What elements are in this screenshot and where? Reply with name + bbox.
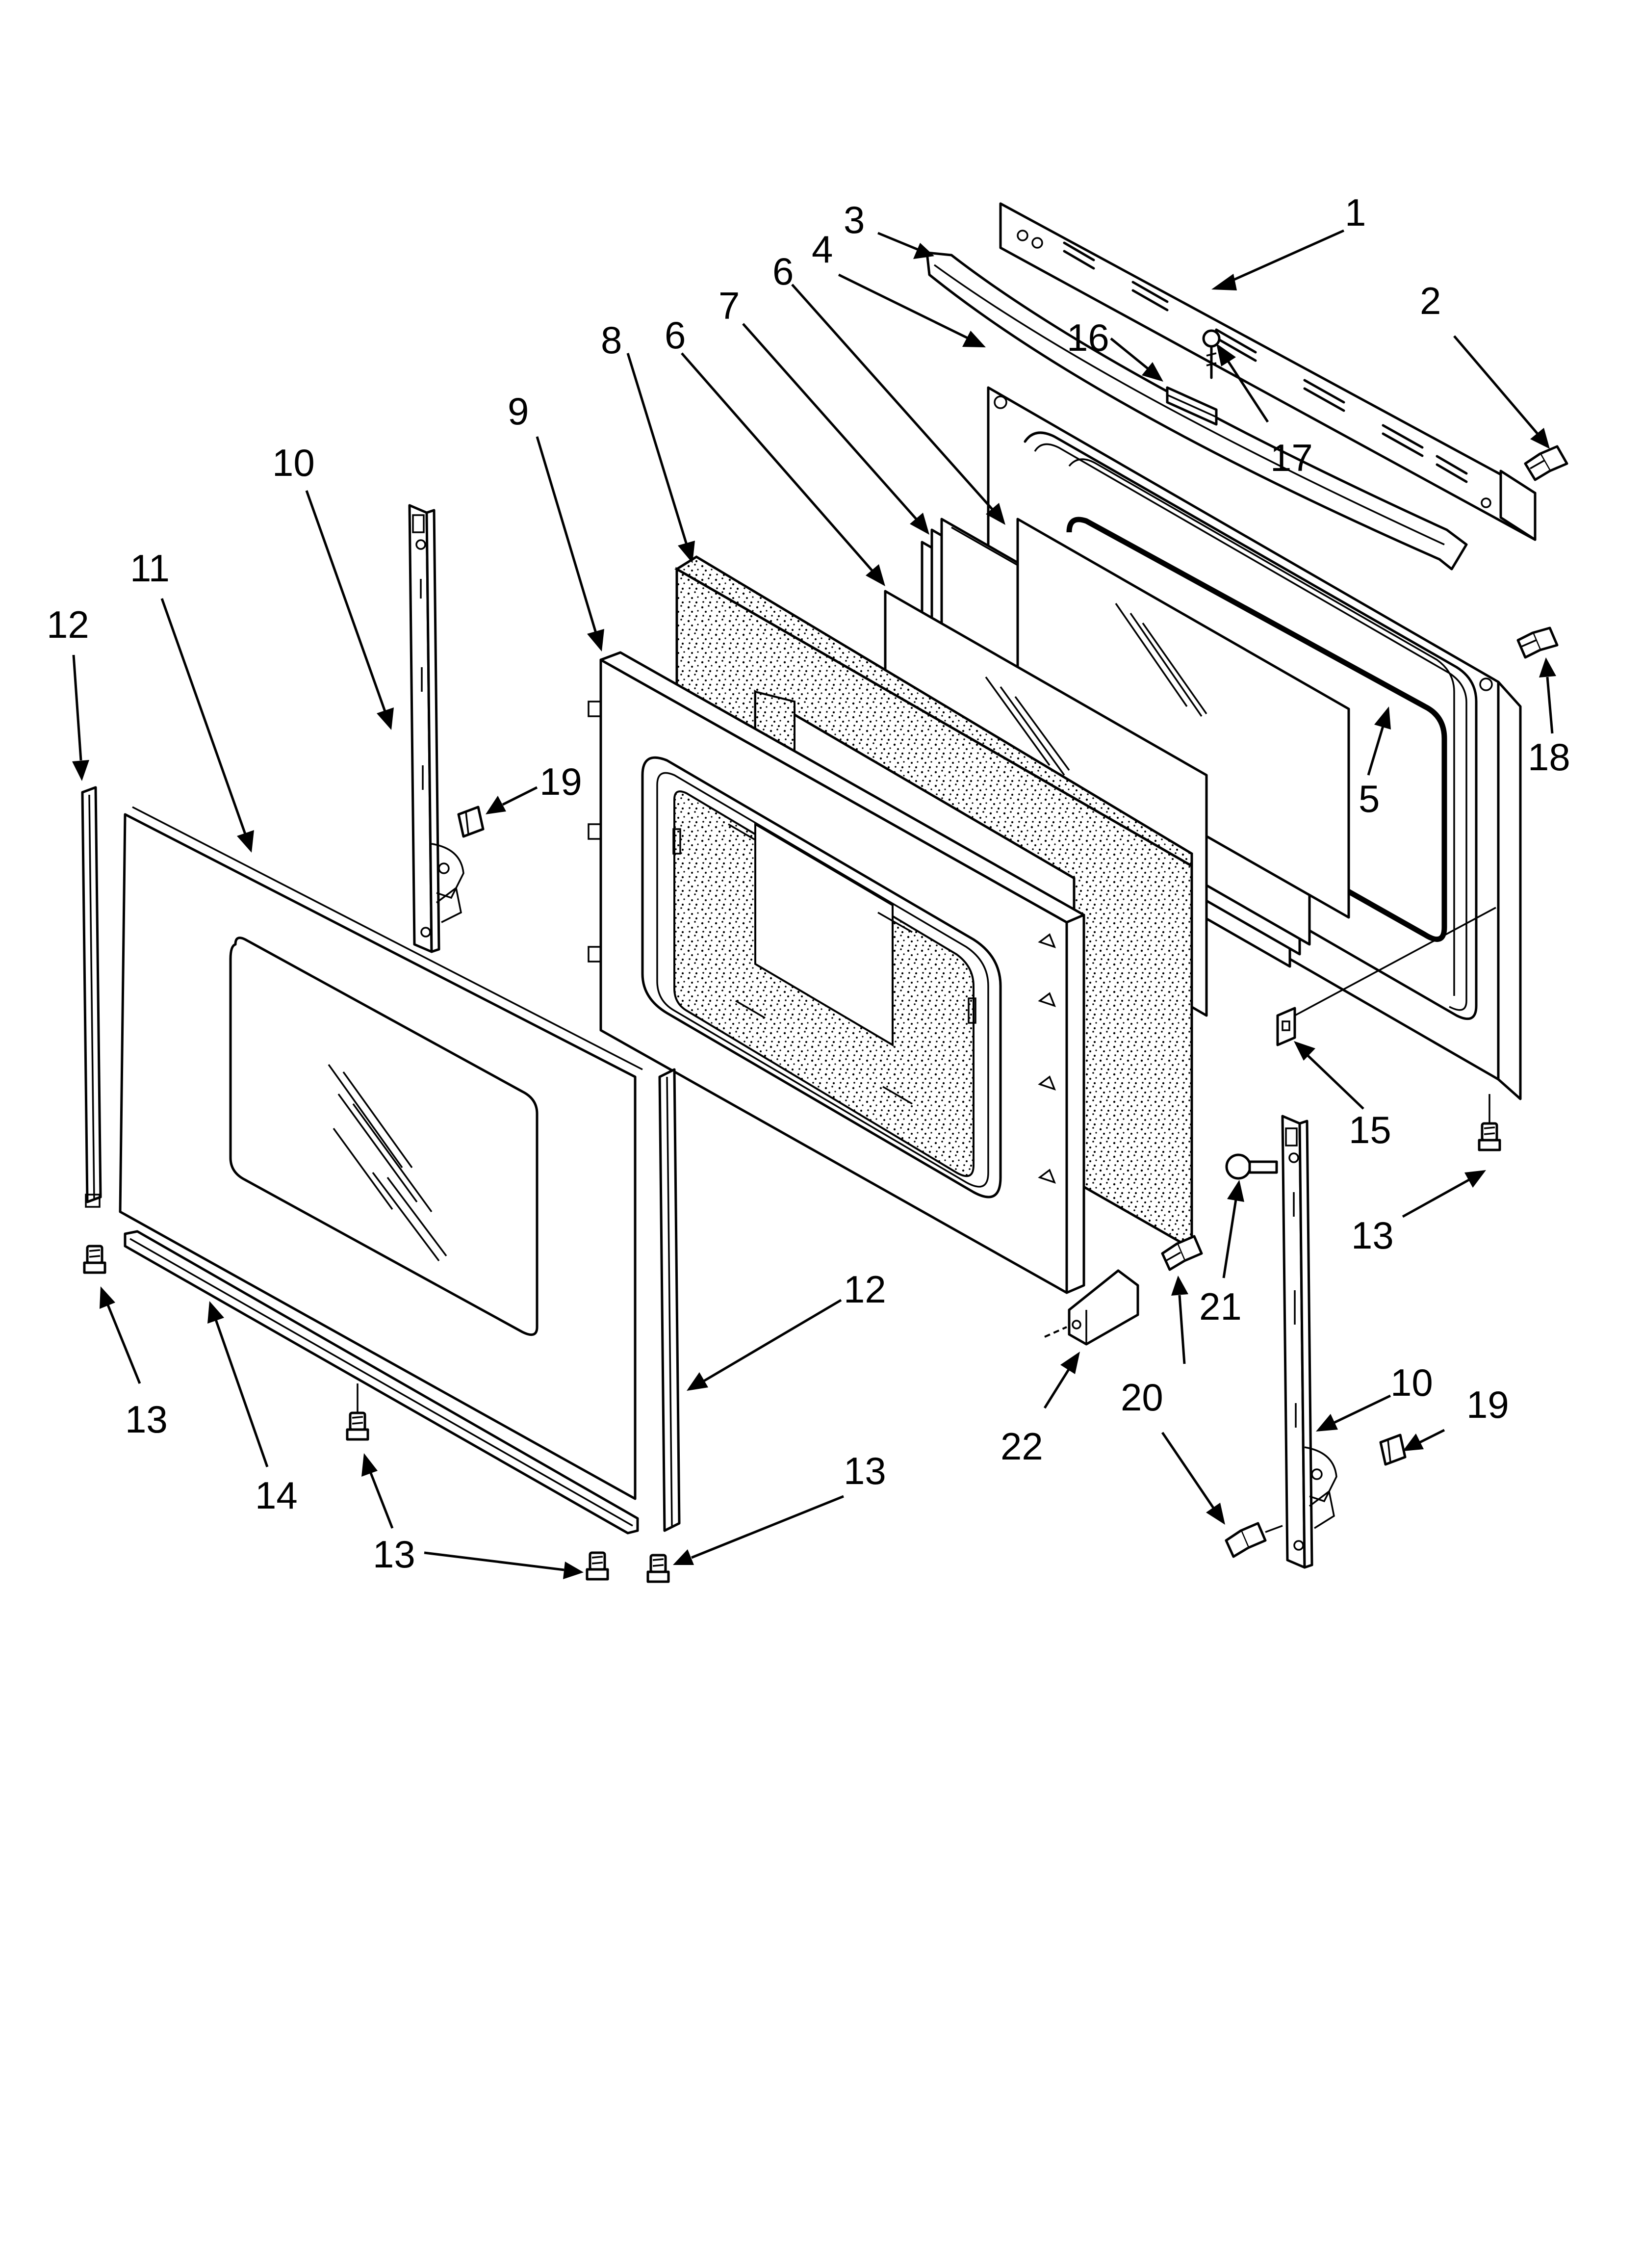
callout-15: 15 <box>1349 1108 1391 1151</box>
callout-12-left: 12 <box>47 603 89 646</box>
screw-part <box>646 1554 670 1583</box>
callout-1: 1 <box>1345 191 1366 234</box>
screw-part <box>346 1383 369 1441</box>
callout-19-right: 19 <box>1466 1383 1509 1426</box>
callout-13-bottom: 13 <box>373 1533 415 1576</box>
callout-12-right: 12 <box>844 1268 886 1311</box>
callout-16: 16 <box>1067 316 1109 359</box>
callout-13-spare: 13 <box>125 1398 168 1441</box>
callout-10-right: 10 <box>1390 1361 1433 1404</box>
door-switch-part <box>1166 386 1218 426</box>
callout-2: 2 <box>1420 279 1441 322</box>
callout-13-right-upper: 13 <box>1351 1214 1394 1257</box>
screw-part <box>83 1245 106 1274</box>
callout-5: 5 <box>1359 777 1380 820</box>
bottom-trim-part <box>124 1230 639 1535</box>
callout-20: 20 <box>1121 1376 1163 1419</box>
leader-lines <box>72 229 1556 1579</box>
callout-3: 3 <box>844 198 865 241</box>
callout-11: 11 <box>130 547 170 590</box>
door-hinge-part <box>408 504 464 953</box>
side-trim-part <box>658 1068 681 1532</box>
screw-part <box>1516 626 1559 659</box>
door-hinge-part <box>1281 1115 1337 1569</box>
screw-part <box>1225 1522 1283 1558</box>
screw-part <box>1161 1235 1203 1271</box>
callout-6-lower: 6 <box>665 313 686 357</box>
callout-14: 14 <box>255 1474 298 1517</box>
callout-8: 8 <box>601 318 622 362</box>
oven-door-glass-part <box>1016 518 1350 919</box>
screw-part <box>1524 445 1568 481</box>
door-clip-part <box>1276 907 1496 1046</box>
callout-17: 17 <box>1270 436 1313 479</box>
callout-10-left: 10 <box>272 441 315 484</box>
door-liner-part <box>588 651 1085 1294</box>
callout-13-right-lower: 13 <box>844 1449 886 1492</box>
hinge-bracket-part <box>1044 1269 1139 1346</box>
vent-trim-part <box>999 202 1537 541</box>
hinge-clip-part <box>457 806 485 838</box>
screw-part <box>1478 1094 1501 1151</box>
callout-6-upper: 6 <box>772 250 794 293</box>
screw-part <box>586 1551 609 1581</box>
callout-21: 21 <box>1199 1285 1242 1328</box>
callout-18: 18 <box>1528 735 1570 779</box>
callout-13-left: 13 <box>125 1398 168 1441</box>
side-trim-part <box>81 786 102 1208</box>
outer-door-panel-part <box>119 806 643 1500</box>
callout-19-left: 19 <box>539 760 582 803</box>
callout-4: 4 <box>812 228 833 271</box>
callout-7: 7 <box>718 284 740 327</box>
hinge-clip-part <box>1379 1434 1407 1466</box>
callout-labels: 1 2 3 4 5 6 6 7 8 9 10 10 11 12 12 13 13… <box>47 191 1570 1576</box>
callout-22: 22 <box>1001 1425 1043 1468</box>
switch-screw-part <box>1202 329 1221 379</box>
callout-9: 9 <box>508 390 529 433</box>
screw-part <box>1225 1153 1278 1180</box>
